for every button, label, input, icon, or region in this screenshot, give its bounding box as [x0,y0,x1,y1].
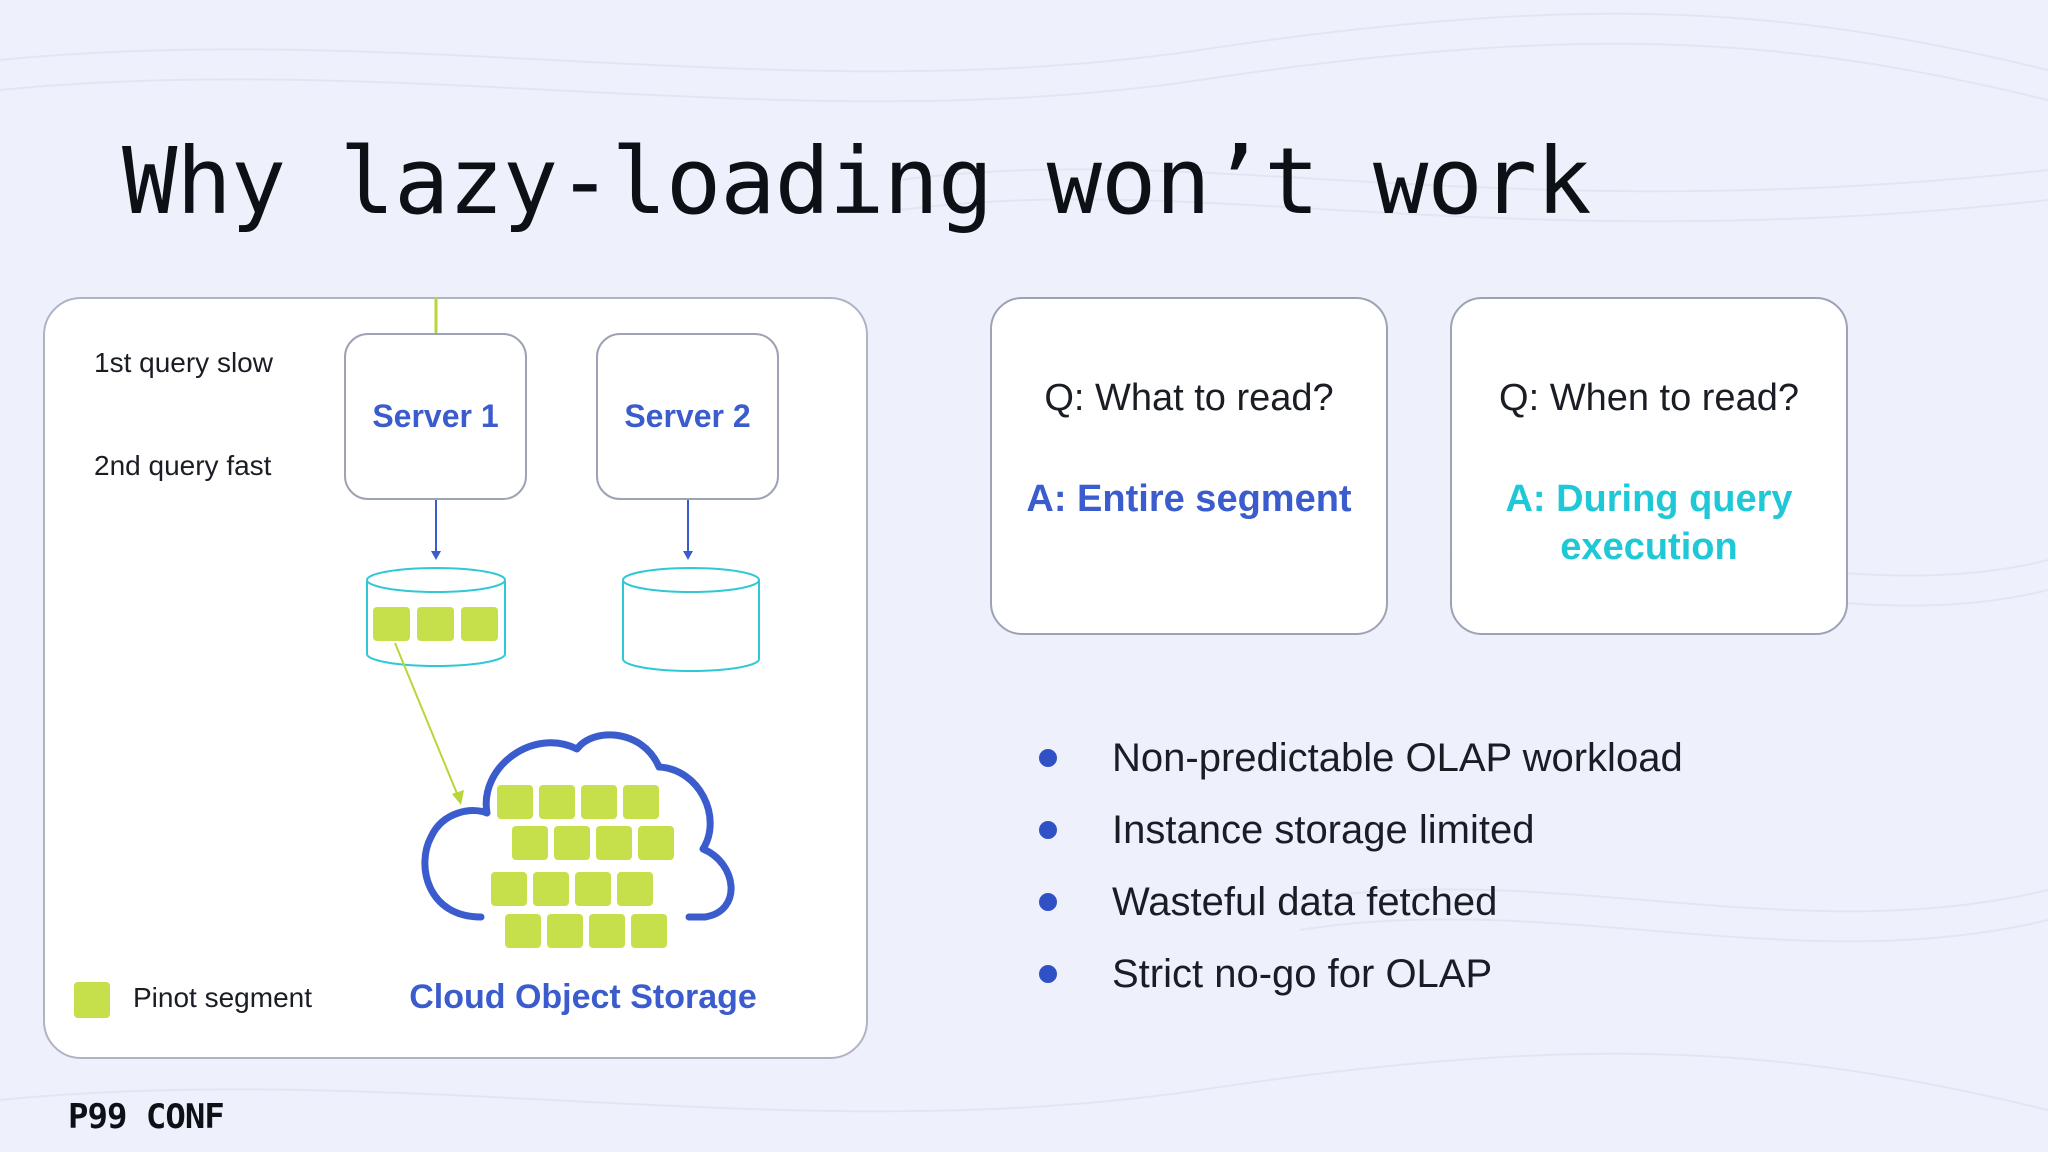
qa-answer: A: During query execution [1505,478,1793,568]
bullet-dot-icon [1039,749,1057,767]
cloud-segments [491,785,674,948]
server-1-box: Server 1 [344,333,527,500]
server-2-label: Server 2 [624,398,751,434]
disk-segment [461,607,498,641]
fetch-arrow [394,642,459,797]
disk-segment [417,607,454,641]
first-query-label: 1st query slow [94,347,273,378]
bullet-dot-icon [1039,965,1057,983]
disk-server2 [622,567,760,672]
fetch-arrow-head [452,790,464,805]
diagram-graphics [366,297,760,948]
page-title: Why lazy-loading won’t work [122,128,1591,235]
qa-card-when: Q: When to read? A: During query executi… [1450,297,1848,635]
disk-segment [373,607,410,641]
legend-segment-swatch [74,982,110,1018]
bullet-dot-icon [1039,821,1057,839]
server-1-label: Server 1 [372,398,499,434]
qa-answer: A: Entire segment [1026,478,1352,520]
cloud-icon [421,731,735,921]
second-query-label: 2nd query fast [94,450,272,481]
legend-label: Pinot segment [133,982,312,1013]
qa-question: Q: What to read? [1044,377,1334,419]
server-2-box: Server 2 [596,333,779,500]
bullet-dot-icon [1039,893,1057,911]
cloud-storage-label: Cloud Object Storage [409,978,757,1016]
conference-logo: P99 CONF [68,1097,225,1137]
qa-question: Q: When to read? [1499,377,1799,419]
qa-card-what: Q: What to read? A: Entire segment [990,297,1388,635]
